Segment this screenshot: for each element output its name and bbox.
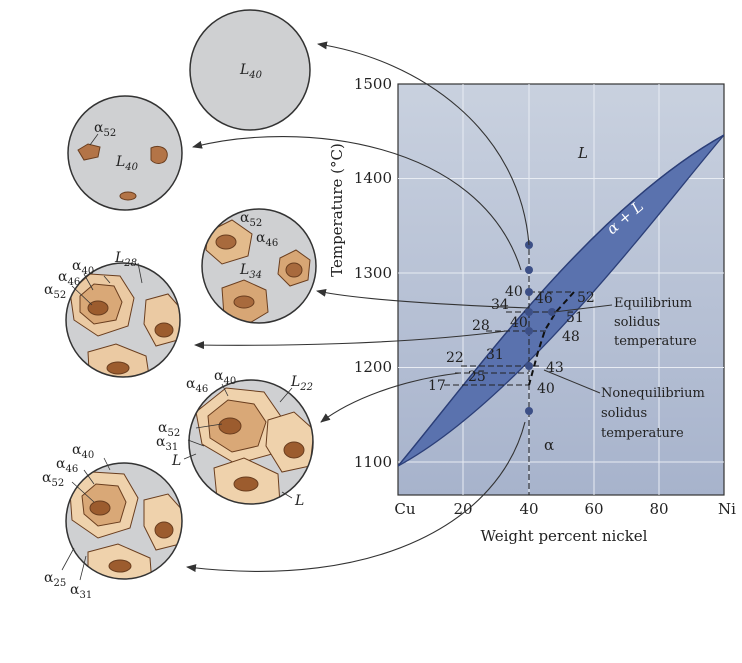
svg-text:40: 40 [519,500,538,518]
svg-text:solidus: solidus [614,315,660,330]
svg-text:α31: α31 [70,582,92,601]
svg-text:Nonequilibrium: Nonequilibrium [601,386,705,401]
svg-text:α46: α46 [56,456,78,475]
svg-text:α46: α46 [186,376,208,395]
svg-text:L28: L28 [114,250,137,269]
svg-text:Equilibrium: Equilibrium [614,296,692,311]
svg-text:1500: 1500 [354,75,392,93]
svg-text:α52: α52 [42,470,64,489]
svg-text:1200: 1200 [354,358,392,376]
svg-text:solidus: solidus [601,406,647,421]
tie-number-48: 48 [562,329,580,345]
svg-text:α40: α40 [214,368,236,387]
svg-text:1400: 1400 [354,169,392,187]
svg-text:L40: L40 [115,154,139,173]
solid-region-label: α [544,436,554,454]
liquid-region-label: L [577,144,588,162]
tie-number-31: 31 [486,347,504,363]
svg-text:temperature: temperature [601,426,684,441]
tie-number-43: 43 [546,360,564,376]
equilibrium-annotation: Equilibrium solidus temperature [553,296,697,349]
x-tick-labels: Cu 20 40 60 80 Ni [394,500,736,518]
svg-text:α46: α46 [256,230,278,249]
svg-text:α52: α52 [94,120,116,139]
svg-text:α46: α46 [58,269,80,288]
tie-number-40-top: 40 [505,284,523,300]
microstructure-1: L40 [189,9,311,131]
tie-number-25: 25 [468,369,486,385]
svg-text:α25: α25 [44,570,66,589]
plot-area: L α + L α 40 46 52 34 51 28 40 48 22 31 … [328,75,736,545]
tie-number-51: 51 [566,310,584,326]
y-axis-label: Temperature (°C) [328,143,346,277]
tie-number-22: 22 [446,350,464,366]
svg-text:α52: α52 [158,420,180,439]
svg-text:20: 20 [453,500,472,518]
microstructure-3: α52 α46 L34 [201,208,317,324]
arrows [186,41,530,573]
svg-text:1300: 1300 [354,264,392,282]
svg-text:L22: L22 [290,374,313,393]
microstructure-4: α40 α46 α52 L28 [44,250,181,378]
svg-text:1100: 1100 [354,453,392,471]
tie-numbers: 40 46 52 34 51 28 40 48 22 31 43 17 25 4… [428,284,595,397]
tie-number-28: 28 [472,318,490,334]
tie-number-46: 46 [535,291,553,307]
svg-text:α52: α52 [240,210,262,229]
svg-text:Cu: Cu [394,500,415,518]
svg-text:α40: α40 [72,442,94,461]
svg-text:temperature: temperature [614,334,697,349]
nonequilibrium-annotation: Nonequilibrium solidus temperature [543,369,705,441]
tie-number-34: 34 [491,297,509,313]
svg-text:α40: α40 [72,258,94,277]
svg-text:α31: α31 [156,434,178,453]
tie-number-17: 17 [428,378,446,394]
liquidus-line [398,134,724,467]
svg-text:Ni: Ni [718,500,736,518]
nonequilibrium-solidus-line [528,291,575,386]
svg-text:60: 60 [584,500,603,518]
svg-text:80: 80 [649,500,668,518]
svg-text:α52: α52 [44,282,66,301]
microstructure-5: α46 α40 L22 α52 α31 L L [156,368,314,509]
tie-number-52: 52 [577,290,595,306]
svg-text:L: L [171,453,181,469]
microstructure-6: α40 α46 α52 α25 α31 [42,442,183,601]
svg-text:L34: L34 [239,262,262,281]
svg-text:L: L [294,493,304,509]
svg-text:L40: L40 [239,62,263,81]
microstructure-2: α52 L40 [67,95,183,211]
tie-number-40-bot: 40 [537,381,555,397]
y-tick-labels: 1100 1200 1300 1400 1500 [354,75,392,471]
tie-number-40-mid: 40 [510,315,528,331]
x-axis-label: Weight percent nickel [481,527,648,545]
